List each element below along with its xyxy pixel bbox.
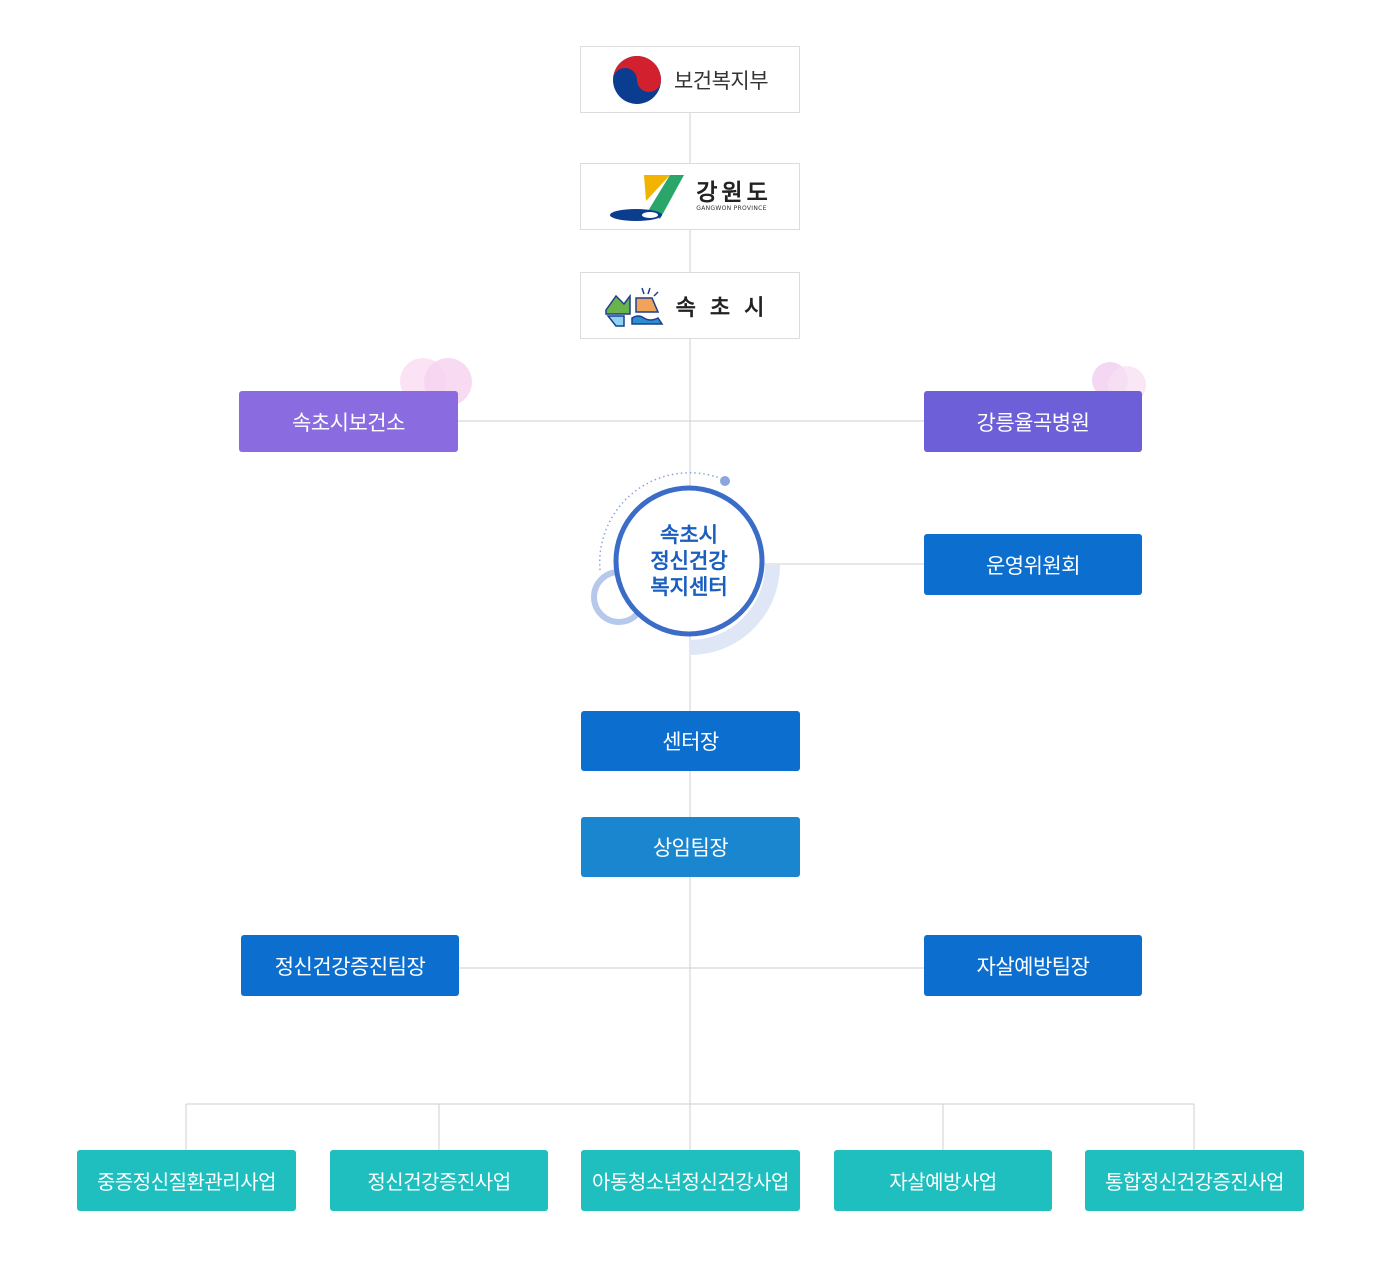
province-name: 강원도	[696, 180, 772, 206]
center-label-line1: 속초시	[660, 523, 718, 547]
node-director: 센터장	[581, 711, 800, 771]
node-program: 중증정신질환관리사업	[77, 1150, 296, 1211]
ministry-logo-box: 보건복지부	[580, 46, 800, 113]
node-team-mental-health: 정신건강증진팀장	[241, 935, 459, 996]
node-health-center: 속초시보건소	[239, 391, 458, 452]
center-label-line3: 복지센터	[650, 575, 728, 599]
node-program: 정신건강증진사업	[330, 1150, 548, 1211]
center-label-line2: 정신건강	[650, 549, 728, 573]
city-name: 속초시	[675, 295, 779, 321]
node-hospital: 강릉율곡병원	[924, 391, 1142, 452]
ministry-name: 보건복지부	[673, 68, 769, 93]
node-program: 자살예방사업	[834, 1150, 1052, 1211]
province-name-en: GANGWON PROVINCE	[696, 205, 767, 212]
province-logo-box: 강원도 GANGWON PROVINCE	[580, 163, 800, 230]
taegeuk-icon	[612, 55, 661, 104]
node-team-lead: 상임팀장	[581, 817, 800, 877]
sokcho-emblem-icon	[604, 287, 664, 327]
node-team-suicide-prevention: 자살예방팀장	[924, 935, 1142, 996]
node-program: 통합정신건강증진사업	[1085, 1150, 1304, 1211]
city-logo-box: 속초시	[580, 272, 800, 339]
center-decoration	[591, 472, 780, 655]
gangwon-emblem-icon	[610, 174, 685, 221]
node-program: 아동청소년정신건강사업	[581, 1150, 800, 1211]
node-committee: 운영위원회	[924, 534, 1142, 595]
center-circle: 속초시 정신건강 복지센터	[614, 486, 764, 636]
